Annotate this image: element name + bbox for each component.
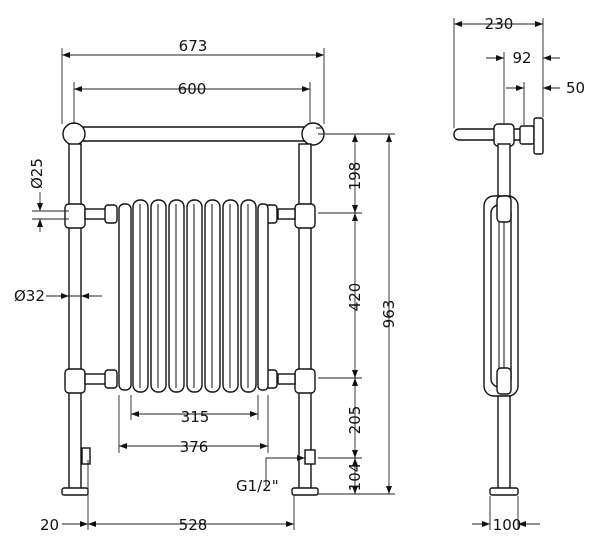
side-foot bbox=[489, 487, 519, 496]
dim-420-label: 420 bbox=[346, 283, 364, 312]
dim-600-label: 600 bbox=[178, 80, 207, 98]
dim-50-label: 50 bbox=[566, 79, 585, 97]
dimension-side-bracket: 50 bbox=[506, 79, 585, 125]
right-leg bbox=[291, 143, 319, 496]
dim-230-label: 230 bbox=[485, 15, 514, 33]
left-leg bbox=[61, 143, 89, 496]
dimension-overall-width: 673 bbox=[61, 37, 325, 124]
side-radiator bbox=[483, 195, 519, 397]
dimension-foot-offsets: 20 528 bbox=[40, 460, 295, 534]
dimension-vertical-chain: 198 420 205 104 bbox=[318, 133, 395, 495]
dim-673-label: 673 bbox=[179, 37, 208, 55]
dim-20-label: 20 bbox=[40, 516, 59, 534]
dim-rail-diameter-label: Ø25 bbox=[28, 158, 46, 189]
dim-100-label: 100 bbox=[493, 516, 522, 534]
dim-205-label: 205 bbox=[346, 406, 364, 435]
left-valve-stub bbox=[81, 447, 91, 465]
side-top-bracket bbox=[453, 117, 544, 155]
connector-pipes bbox=[84, 204, 296, 389]
top-rail bbox=[62, 122, 325, 146]
dimension-side-wall-to-leg: 92 bbox=[486, 49, 560, 124]
dim-104-label: 104 bbox=[346, 463, 364, 492]
connection-thread-callout: G1/2" bbox=[236, 455, 305, 495]
front-view: 673 600 Ø25 Ø32 bbox=[14, 37, 398, 534]
dimension-side-depth-overall: 230 bbox=[453, 15, 544, 128]
dimension-radiator-inner-width: 315 bbox=[130, 395, 259, 426]
dimension-radiator-outer-width: 376 bbox=[118, 395, 269, 456]
dimension-rail-diameter: Ø25 bbox=[28, 158, 69, 232]
dim-963-label: 963 bbox=[380, 300, 398, 329]
side-view: 230 92 50 100 bbox=[453, 15, 585, 534]
dimension-total-height: 963 bbox=[380, 134, 398, 494]
dim-315-label: 315 bbox=[181, 408, 210, 426]
dim-376-label: 376 bbox=[180, 438, 209, 456]
column-radiator bbox=[118, 199, 269, 393]
dim-198-label: 198 bbox=[346, 162, 364, 191]
dimension-rail-centres: 600 bbox=[73, 80, 311, 124]
dimension-leg-diameter: Ø32 bbox=[14, 287, 102, 305]
connection-thread-label: G1/2" bbox=[236, 477, 279, 495]
dim-leg-diameter-label: Ø32 bbox=[14, 287, 45, 305]
dim-92-label: 92 bbox=[512, 49, 531, 67]
dimension-side-foot: 100 bbox=[472, 496, 540, 534]
dim-528-label: 528 bbox=[179, 516, 208, 534]
